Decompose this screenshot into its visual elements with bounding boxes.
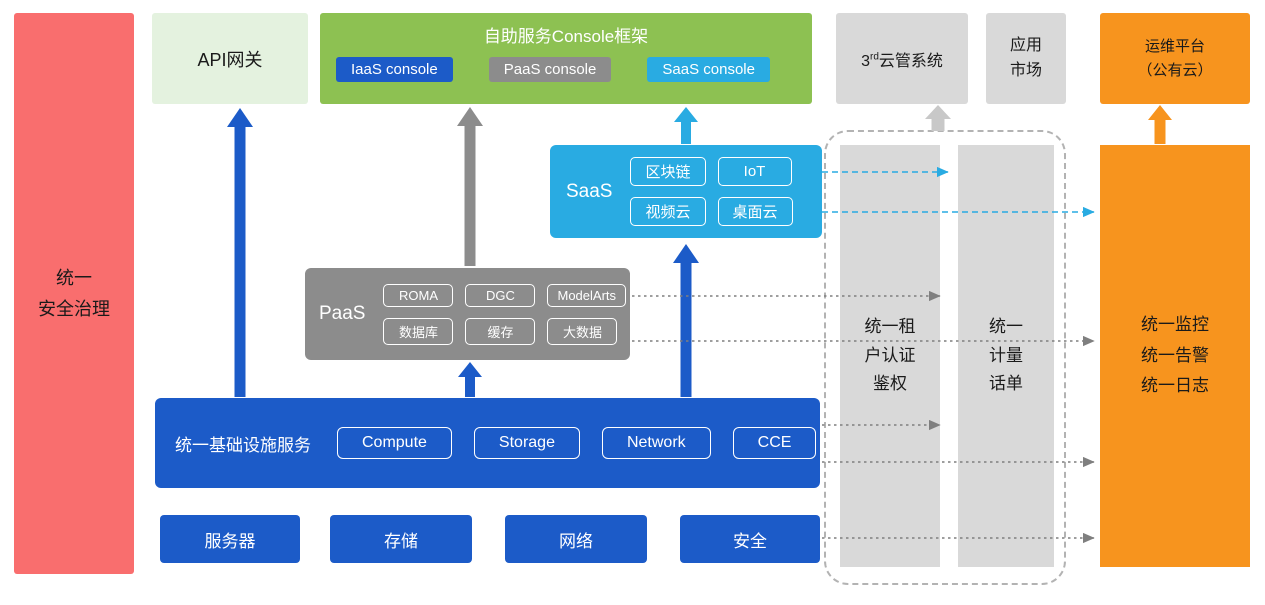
console-chip-row: IaaS console PaaS console SaaS console [334, 47, 798, 82]
third-party-cloud-mgmt-box: 3rd云管系统 [836, 13, 968, 104]
hardware-security-box: 安全 [680, 515, 820, 563]
arrow-infra-to-paas [458, 362, 482, 397]
paas-item-roma: ROMA [383, 283, 454, 307]
paas-item-cache: 缓存 [465, 317, 536, 345]
hardware-network-label: 网络 [559, 531, 593, 551]
console-framework-box: 自助服务Console框架 IaaS console PaaS console … [320, 13, 812, 104]
third-party-label-suffix: 云管系统 [878, 52, 943, 70]
third-party-label-sup: rd [869, 51, 879, 63]
security-governance-label: 统一 安全治理 [38, 267, 110, 319]
ops-platform-label: 运维平台 （公有云） [1137, 37, 1213, 79]
paas-item-bigdata: 大数据 [547, 317, 618, 345]
arrow-auth-to-third-party [925, 105, 951, 131]
tenant-auth-label: 统一租 户认证 鉴权 [864, 316, 916, 394]
paas-chip-row-2: 数据库 缓存 大数据 [383, 317, 626, 345]
third-party-label: 3rd云管系统 [861, 47, 943, 71]
saas-block: SaaS 区块链 IoT 视频云 桌面云 [550, 145, 822, 238]
saas-console-chip: SaaS console [647, 57, 770, 82]
hardware-server-box: 服务器 [160, 515, 300, 563]
monitor-alarm-log-label: 统一监控 统一告警 统一日志 [1141, 315, 1209, 396]
saas-item-blockchain: 区块链 [630, 157, 706, 186]
saas-item-video-cloud: 视频云 [630, 197, 706, 226]
arrow-saas-to-console [674, 107, 698, 144]
saas-item-desktop-cloud: 桌面云 [717, 197, 793, 226]
saas-block-label: SaaS [566, 180, 613, 202]
arrow-infra-to-api-gateway [227, 108, 253, 397]
saas-chip-grid: 区块链 IoT 视频云 桌面云 [630, 157, 793, 226]
paas-item-database: 数据库 [383, 317, 454, 345]
saas-chip-row-1: 区块链 IoT [630, 157, 792, 186]
paas-item-dgc: DGC [465, 283, 536, 307]
arrow-monitor-to-ops [1148, 105, 1172, 144]
paas-chip-grid: ROMA DGC ModelArts 数据库 缓存 大数据 [383, 283, 627, 345]
monitor-alarm-log-bar: 统一监控 统一告警 统一日志 [1100, 145, 1250, 567]
metering-billing-bar: 统一 计量 话单 [958, 145, 1054, 567]
app-market-label: 应用 市场 [1009, 36, 1042, 79]
paas-block-label: PaaS [319, 303, 366, 324]
hardware-storage-label: 存储 [384, 531, 418, 551]
paas-chip-row-1: ROMA DGC ModelArts [383, 283, 627, 307]
hardware-security-label: 安全 [733, 531, 767, 551]
infrastructure-label: 统一基础设施服务 [175, 435, 311, 455]
paas-console-chip: PaaS console [488, 57, 612, 82]
console-framework-title: 自助服务Console框架 [483, 27, 649, 46]
common-services-dashed-container [824, 130, 1066, 585]
paas-block: PaaS ROMA DGC ModelArts 数据库 缓存 大数据 [305, 268, 630, 360]
iaas-console-chip: IaaS console [336, 57, 453, 82]
saas-item-iot: IoT [717, 157, 792, 186]
arrow-paas-to-console [457, 107, 483, 266]
security-governance-bar: 统一 安全治理 [14, 13, 134, 574]
saas-chip-row-2: 视频云 桌面云 [630, 197, 793, 226]
infra-item-compute: Compute [337, 427, 452, 459]
infrastructure-block: 统一基础设施服务 Compute Storage Network CCE [155, 398, 820, 488]
hardware-storage-box: 存储 [330, 515, 472, 563]
api-gateway-label: API网关 [197, 49, 263, 70]
ops-platform-box: 运维平台 （公有云） [1100, 13, 1250, 104]
infra-item-cce: CCE [732, 427, 817, 459]
tenant-auth-bar: 统一租 户认证 鉴权 [840, 145, 940, 567]
app-market-box: 应用 市场 [986, 13, 1066, 104]
infra-item-network: Network [601, 427, 711, 459]
infra-item-storage: Storage [473, 427, 580, 459]
metering-billing-label: 统一 计量 话单 [989, 316, 1023, 394]
api-gateway-box: API网关 [152, 13, 308, 104]
arrow-infra-to-saas [673, 244, 699, 397]
third-party-label-prefix: 3 [861, 52, 870, 70]
hardware-server-label: 服务器 [204, 531, 256, 551]
paas-item-modelarts: ModelArts [547, 283, 627, 307]
hardware-network-box: 网络 [505, 515, 647, 563]
